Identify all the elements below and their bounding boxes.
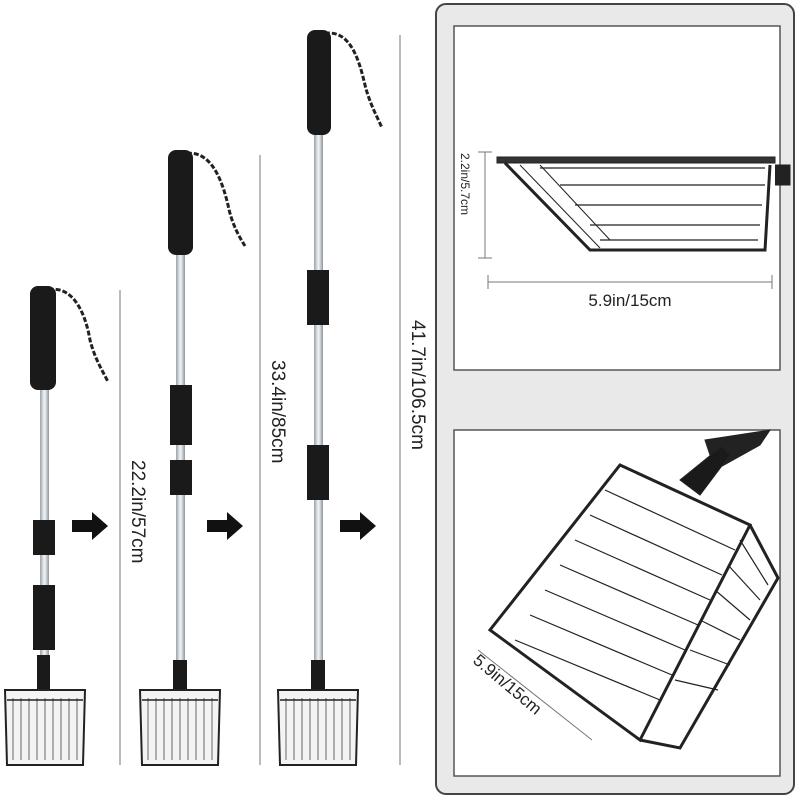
scooper-medium [139,150,247,766]
length-label-long: 41.7in/106.5cm [407,320,428,450]
dimension-line [477,649,593,741]
scooper-long [277,30,384,766]
length-label-medium: 33.4in/85cm [267,360,288,464]
side-height-label: 2.2in/5.7cm [458,153,472,215]
scoop-perspective-view [487,429,780,750]
arrow-right-icon [207,512,243,540]
scooper-short [4,286,110,766]
scoop-side-view [496,156,791,252]
side-view-box [453,25,781,371]
arrow-right-icon [340,512,376,540]
side-width-label: 5.9in/15cm [588,291,671,310]
perspective-view-box [453,429,781,777]
length-label-short: 22.2in/57cm [127,460,148,564]
arrow-right-icon [72,512,108,540]
